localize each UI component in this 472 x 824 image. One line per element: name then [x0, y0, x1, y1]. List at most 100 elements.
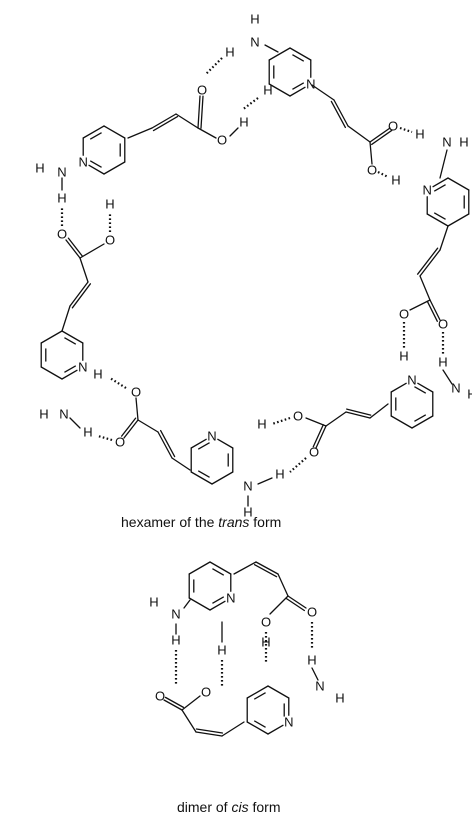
bond-line [79, 243, 105, 259]
hydrogen-label: H [415, 127, 424, 142]
double-bond-line [200, 95, 204, 129]
bond-line [369, 141, 373, 165]
oxygen-atom-label: O [201, 685, 211, 700]
cis-caption-italic: cis [231, 799, 249, 815]
nitrogen-atom-label: N [207, 429, 216, 444]
bond-line [287, 595, 307, 609]
hydrogen-label: H [307, 653, 316, 668]
cis-caption-suffix: form [248, 799, 281, 815]
bond-line [311, 667, 319, 681]
bond-line [419, 275, 431, 301]
bond-line [171, 457, 191, 471]
hydrogen-bond-dots [109, 377, 127, 389]
ring-bond [209, 600, 226, 611]
bond-line [257, 477, 273, 485]
hydrogen-label: H [263, 83, 272, 98]
hydrogen-label: H [83, 425, 92, 440]
ring-bond [211, 471, 234, 485]
ring-bond [417, 382, 434, 393]
hydrogen-label: H [257, 417, 266, 432]
nitrogen-atom-label: N [226, 591, 235, 606]
double-bond-line [71, 283, 92, 309]
oxygen-atom-label: O [399, 307, 409, 322]
bond-line [369, 403, 389, 419]
hydrogen-label: H [275, 467, 284, 482]
bond-line [61, 305, 71, 332]
oxygen-atom-label: O [105, 233, 115, 248]
ring-bond [217, 438, 234, 449]
ring-bond [103, 125, 126, 139]
double-bond-line [330, 100, 347, 129]
hydrogen-label: H [459, 135, 468, 150]
bond-line [429, 299, 441, 321]
ring-bond [432, 177, 449, 188]
nitrogen-atom-label: N [284, 715, 293, 730]
ring-bond [268, 83, 291, 97]
hydrogen-label: H [243, 505, 252, 520]
ring-bond [268, 47, 291, 61]
bond-line [345, 411, 371, 419]
hydrogen-label: H [39, 407, 48, 422]
ring-inner-double-bond [433, 212, 446, 220]
bond-line [229, 127, 239, 137]
oxygen-atom-label: O [261, 615, 271, 630]
ring-bond [426, 213, 449, 227]
hydrogen-label: H [105, 197, 114, 212]
bond-line [305, 417, 327, 427]
bond-line [151, 113, 177, 129]
hydrogen-label: H [225, 45, 234, 60]
bond-line [163, 699, 183, 711]
hydrogen-bond-dots [271, 416, 291, 426]
bond-line [255, 561, 279, 575]
ring-inner-double-bond [64, 365, 77, 373]
double-bond-line [426, 300, 438, 322]
ring-inner-double-bond [253, 720, 266, 728]
ring-bond [188, 561, 211, 575]
ring-inner-double-bond [292, 82, 305, 90]
ring-inner-double-bond [197, 470, 210, 478]
ring-inner-double-bond [253, 692, 266, 700]
amine-nitrogen-label: N [243, 479, 252, 494]
bond-line [233, 561, 257, 575]
nitrogen-atom-label: N [79, 155, 88, 170]
ring-bond [82, 125, 105, 139]
bond-line [135, 397, 139, 421]
bond-line [419, 249, 441, 277]
ring-bond [246, 721, 269, 735]
bond-line [197, 95, 201, 129]
oxygen-atom-label: O [57, 227, 67, 242]
bond-line [127, 127, 153, 139]
double-bond-line [371, 129, 393, 146]
hydrogen-label: H [467, 387, 472, 402]
ring-bond [88, 164, 105, 175]
bond-line [79, 257, 89, 283]
double-bond-line [346, 408, 372, 416]
trans-caption-italic: trans [218, 514, 250, 530]
bond-line [442, 369, 453, 385]
ring-bond [390, 382, 407, 393]
ring-inner-double-bond [414, 414, 427, 422]
amine-nitrogen-label: N [171, 607, 180, 622]
bond-line [181, 695, 201, 711]
bond-line [65, 239, 81, 259]
hydrogen-bond-dots [289, 457, 307, 473]
double-bond-line [159, 429, 176, 458]
nitrogen-atom-label: N [423, 183, 432, 198]
ring-bond [390, 415, 413, 429]
ring-bond [447, 177, 470, 191]
ring-inner-double-bond [64, 337, 77, 345]
trans-caption-prefix: hexamer of the [121, 514, 219, 530]
trans-hexamer-structure: NNHHHOOHNHHNOOHHNHNOOHHNHNOOHNHHNOOHNHHN… [35, 12, 472, 520]
ring-bond [411, 415, 434, 429]
amine-nitrogen-label: N [250, 35, 259, 50]
bond-line [69, 281, 89, 307]
amine-nitrogen-label: N [315, 679, 324, 694]
hydrogen-label: H [35, 161, 44, 176]
hydrogen-label: H [57, 191, 66, 206]
cis-caption-prefix: dimer of [177, 799, 232, 815]
ring-bond [246, 685, 269, 699]
hydrogen-label: H [391, 173, 400, 188]
hydrogen-label: H [261, 635, 270, 650]
hydrogen-label: H [217, 643, 226, 658]
